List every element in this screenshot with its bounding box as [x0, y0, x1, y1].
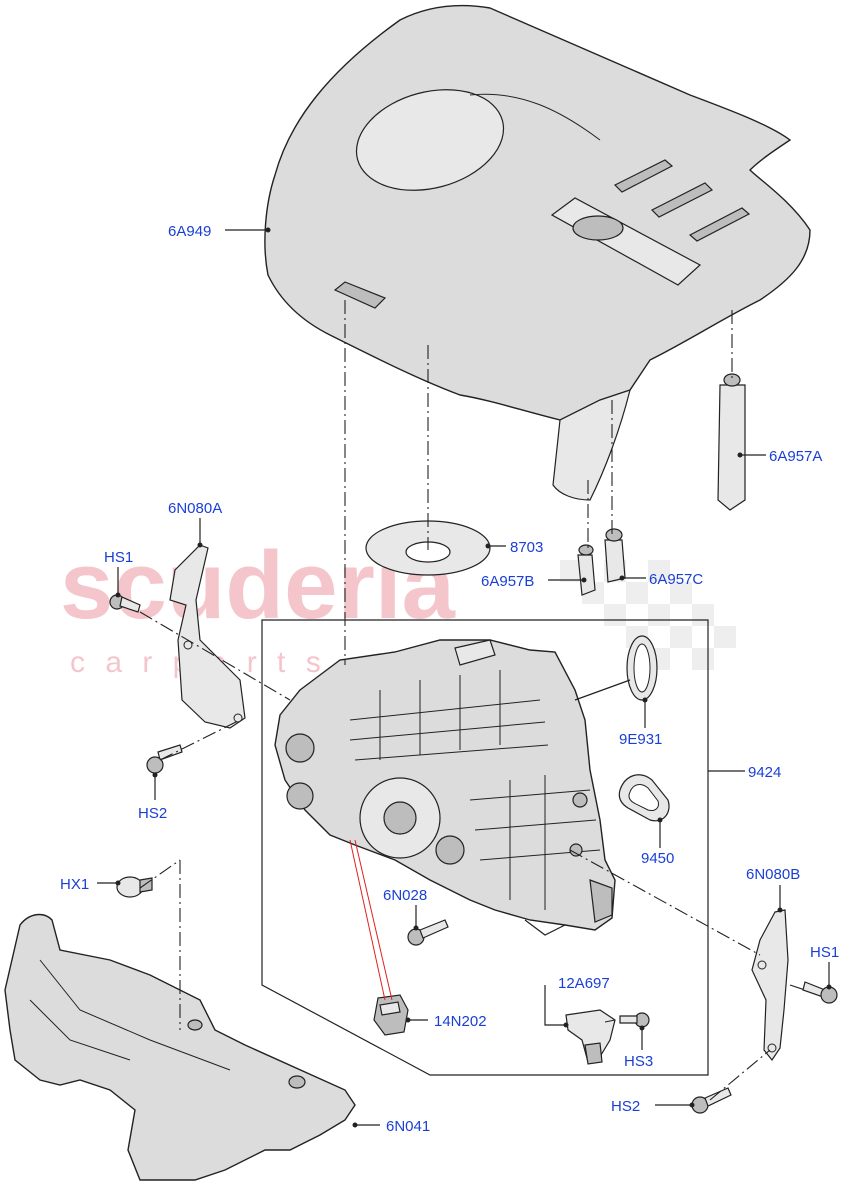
label-hs2-right: HS2 [611, 1098, 640, 1115]
label-8703: 8703 [510, 539, 543, 556]
label-hs3: HS3 [624, 1053, 653, 1070]
heat-shield [4, 913, 356, 1181]
label-6a957b: 6A957B [481, 573, 534, 590]
label-6n080a: 6N080A [168, 500, 222, 517]
label-14n202: 14N202 [434, 1013, 487, 1030]
label-hs1-right: HS1 [810, 944, 839, 961]
bolt-hs2-right [691, 1087, 732, 1114]
mounting-pin-c [604, 528, 626, 583]
mounting-pin-b [577, 544, 596, 596]
label-9e931: 9E931 [619, 731, 662, 748]
label-6a949: 6A949 [168, 223, 211, 240]
label-9424: 9424 [748, 764, 781, 781]
bracket-right [751, 909, 789, 1062]
label-6n028: 6N028 [383, 887, 427, 904]
transmission-assembly [274, 639, 616, 931]
label-6n041: 6N041 [386, 1118, 430, 1135]
connector-14n202 [373, 994, 409, 1036]
bolt-hs1-right [802, 981, 838, 1004]
label-12a697: 12A697 [558, 975, 610, 992]
gasket-9450 [618, 774, 670, 822]
bolt-hs2-left [146, 744, 183, 774]
part-labels: 6A949 6A957A 6N080A HS1 8703 6A957B 6A95… [60, 223, 839, 1135]
label-6a957a: 6A957A [769, 448, 822, 465]
label-hs1-left: HS1 [104, 549, 133, 566]
label-6n080b: 6N080B [746, 866, 800, 883]
engine-cover [264, 4, 811, 501]
seal-ring-9e931 [626, 635, 658, 701]
label-hs2-left: HS2 [138, 805, 167, 822]
label-hx1: HX1 [60, 876, 89, 893]
bracket-left [169, 544, 246, 729]
red-callout-lines [349, 839, 393, 1001]
sensor-12a697 [565, 1009, 616, 1065]
bolt-hs3 [619, 1012, 650, 1028]
plug-hx1 [116, 876, 153, 898]
bolt-hs1-left [109, 594, 141, 613]
mounting-pin-a [717, 373, 746, 511]
label-6a957c: 6A957C [649, 571, 703, 588]
assembly-outline [261, 619, 709, 1076]
label-9450: 9450 [641, 850, 674, 867]
projection-lines [139, 300, 806, 1101]
bolt-6n028 [407, 919, 449, 946]
leader-lines [97, 227, 832, 1128]
